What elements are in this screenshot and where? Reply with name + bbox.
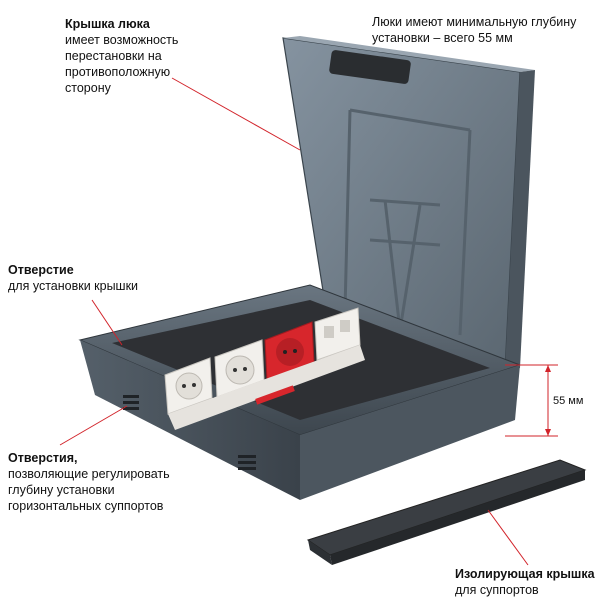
support-cover-part xyxy=(306,459,587,565)
lid-hole-callout: Отверстие для установки крышки xyxy=(8,262,138,294)
lid-hole-callout-line xyxy=(91,299,123,346)
lid-hole-callout-title: Отверстие xyxy=(8,263,74,277)
socket-red xyxy=(264,321,315,381)
support-holes-callout-title: Отверстия, xyxy=(8,451,78,465)
support-cover-callout: Изолирующая крышка для суппортов xyxy=(455,566,595,598)
support-cover-callout-title: Изолирующая крышка xyxy=(455,567,595,581)
lid-callout-line-2: перестановки на xyxy=(65,49,162,63)
socket-white-1 xyxy=(164,357,213,415)
callout-lines xyxy=(59,77,529,566)
depth-note-line-1: Люки имеют минимальную глубину xyxy=(372,15,577,29)
depth-dimension xyxy=(505,364,558,437)
adjustment-holes xyxy=(123,395,256,470)
depth-dimension-label: 55 мм xyxy=(553,395,583,407)
lid-callout-line-3: противоположную xyxy=(65,65,171,79)
support-holes-callout-line-3: горизонтальных суппортов xyxy=(8,499,164,513)
socket-row xyxy=(164,307,365,430)
depth-note: Люки имеют минимальную глубину установки… xyxy=(372,14,576,46)
support-cover-callout-line-1: для суппортов xyxy=(455,583,539,597)
socket-white-2 xyxy=(214,339,265,398)
lid-ribs xyxy=(343,108,472,336)
lid-callout-line-1: имеет возможность xyxy=(65,33,179,47)
lid-callout-line-4: сторону xyxy=(65,81,111,95)
lid-hinge-pad xyxy=(329,50,411,84)
lid-callout-line xyxy=(171,77,301,151)
lid-callout: Крышка люка имеет возможность перестанов… xyxy=(65,16,178,96)
support-holes-callout-line xyxy=(59,405,128,446)
box-lid xyxy=(282,36,535,371)
lid-hole-callout-line-1: для установки крышки xyxy=(8,279,139,293)
depth-note-line-2: установки – всего 55 мм xyxy=(372,31,513,45)
support-holes-callout: Отверстия, позволяющие регулировать глуб… xyxy=(8,450,170,514)
support-holes-callout-line-2: глубину установки xyxy=(8,483,115,497)
support-cover-callout-line xyxy=(487,509,529,566)
support-holes-callout-line-1: позволяющие регулировать xyxy=(8,467,170,481)
lid-callout-title: Крышка люка xyxy=(65,17,150,31)
